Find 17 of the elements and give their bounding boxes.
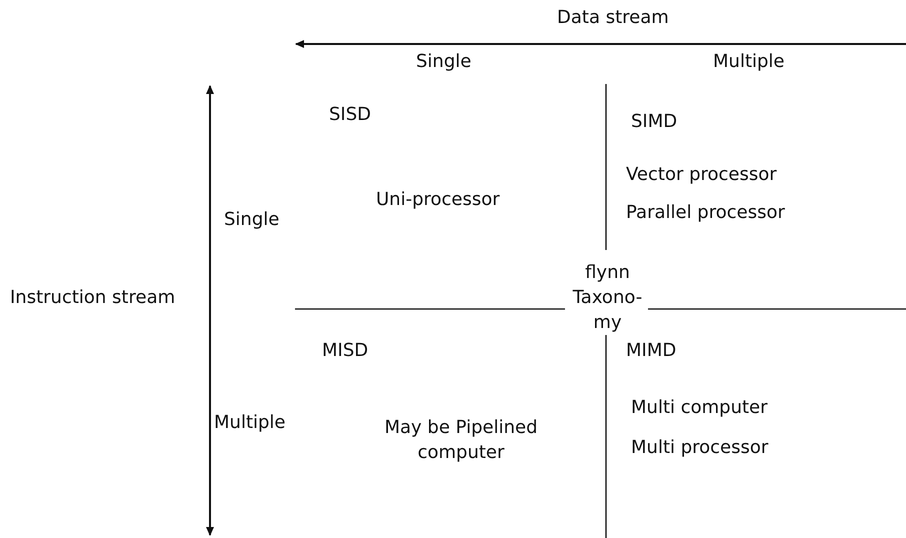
label-text: Parallel processor [626,201,785,225]
label-text: Single [224,208,280,232]
label-text: SISD [329,103,372,127]
label-text: MIMD [626,339,676,363]
label-text: SIMD [631,110,678,134]
label-text: Multiple [214,411,286,435]
label-text: Data stream [557,6,669,30]
label-text: May be Pipelined computer [383,416,539,465]
label-text: Multi computer [631,396,768,420]
center-title: flynn Taxono-my [572,261,644,335]
label-text: Uni-processor [376,188,500,212]
label-text: Multi processor [631,436,768,460]
label-text: Instruction stream [10,286,176,310]
label-text: Single [416,50,472,74]
label-text: Vector processor [626,163,777,187]
label-text: MISD [322,339,368,363]
label-text: Multiple [713,50,784,74]
